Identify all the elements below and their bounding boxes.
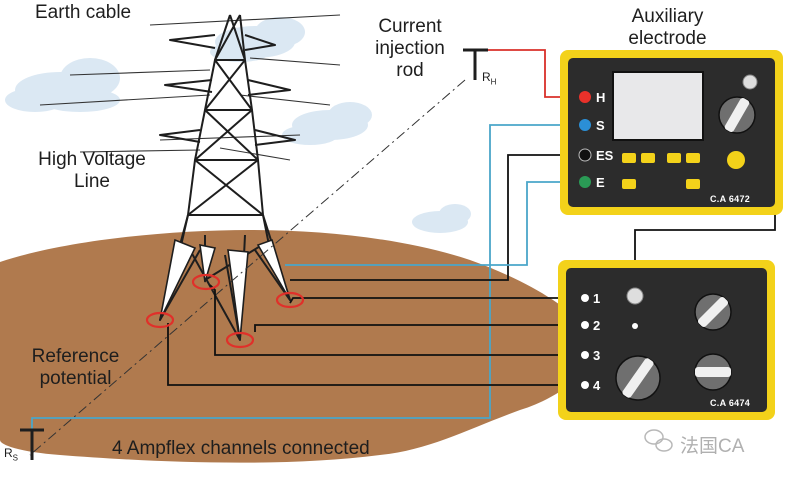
pylon-legs: [159, 238, 291, 341]
port-e: [579, 176, 591, 188]
clamp-4: [145, 311, 175, 329]
rod-rh: [463, 48, 488, 80]
channel-3-label: 3: [593, 348, 601, 363]
wechat-icon: [644, 429, 673, 452]
wire-e: [285, 181, 580, 266]
clamp-3: [191, 273, 221, 291]
watermark: 法国CA: [680, 436, 745, 457]
wire-s: [31, 124, 580, 430]
wire-ch1: [289, 297, 580, 304]
port-h-label: H: [596, 90, 606, 105]
reference-potential-label: Reference potential: [31, 346, 120, 389]
port-e-label: E: [596, 175, 605, 190]
port-s: [579, 119, 591, 131]
instrument-ca6474: [558, 260, 775, 420]
port-h: [579, 91, 591, 103]
high-voltage-line-label: High Voltage Line: [38, 149, 146, 192]
port-es: [578, 148, 592, 162]
wire-ch2: [254, 324, 580, 332]
channels-caption: 4 Ampflex channels connected: [112, 438, 370, 459]
wires: [31, 49, 776, 430]
port-es-label: ES: [596, 148, 614, 163]
ampflex-clamps: [145, 273, 305, 349]
instrument-ca6472: [560, 50, 783, 215]
channel-1-label: 1: [593, 291, 601, 306]
rh-label: RH: [482, 70, 497, 87]
ground-area: [0, 230, 596, 463]
rs-label: RS: [4, 446, 19, 463]
clamp-2: [225, 331, 255, 349]
earth-cable-label: Earth cable: [35, 2, 132, 23]
wire-ch4: [167, 323, 580, 386]
reference-line: [29, 79, 466, 456]
clouds: [5, 17, 471, 233]
channel-2-label: 2: [593, 318, 601, 333]
channel-4-label: 4: [593, 378, 601, 393]
rod-rs: [20, 428, 44, 460]
port-s-label: S: [596, 118, 605, 133]
current-injection-rod-label: Current injection rod: [375, 16, 445, 81]
wire-es: [290, 154, 580, 281]
model-ca6472: C.A 6472: [710, 194, 751, 204]
model-ca6474: C.A 6474: [710, 398, 751, 408]
pylon-tower: [159, 14, 296, 341]
auxiliary-electrode-label: Auxiliary electrode: [628, 6, 707, 49]
clamp-1: [275, 291, 305, 309]
